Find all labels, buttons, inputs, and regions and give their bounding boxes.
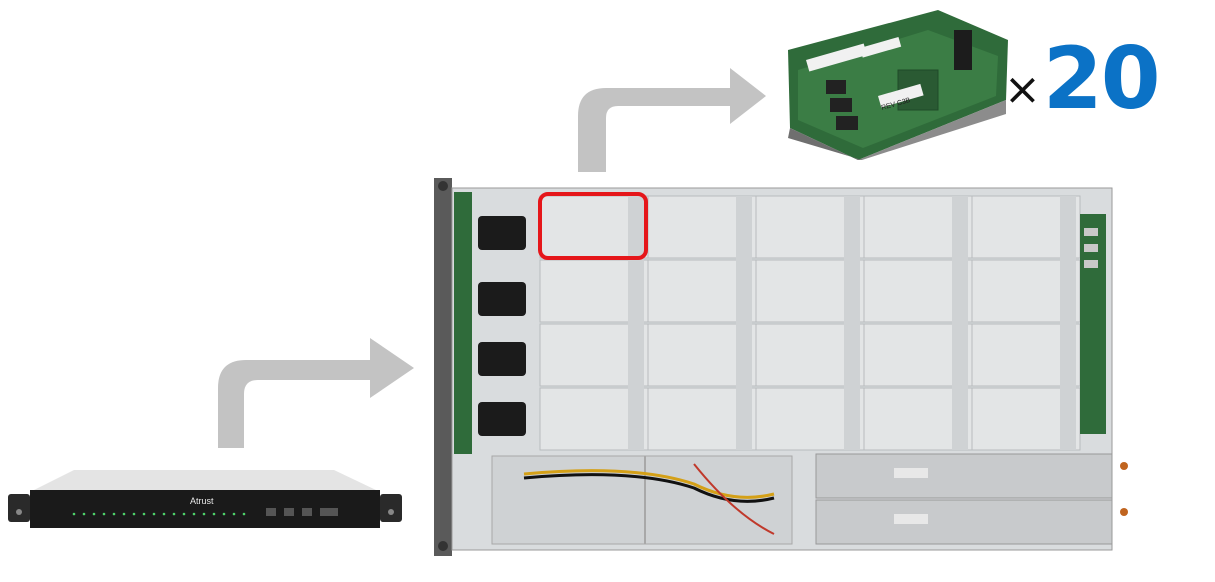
quantity-multiplier: × 20 — [1004, 29, 1161, 129]
times-symbol: × — [1004, 64, 1041, 115]
power-supply-icon — [815, 453, 1113, 545]
chassis-image — [434, 178, 1128, 556]
arrow-icon — [578, 68, 766, 172]
server-brand-label: Atrust — [190, 496, 214, 506]
module-count: 20 — [1042, 29, 1161, 129]
server-1u-image — [8, 470, 402, 528]
highlighted-bay — [538, 192, 648, 260]
storage-module-image: REV C3B — [788, 10, 1008, 160]
arrow-icon — [218, 338, 414, 448]
fan-icon — [478, 216, 526, 436]
